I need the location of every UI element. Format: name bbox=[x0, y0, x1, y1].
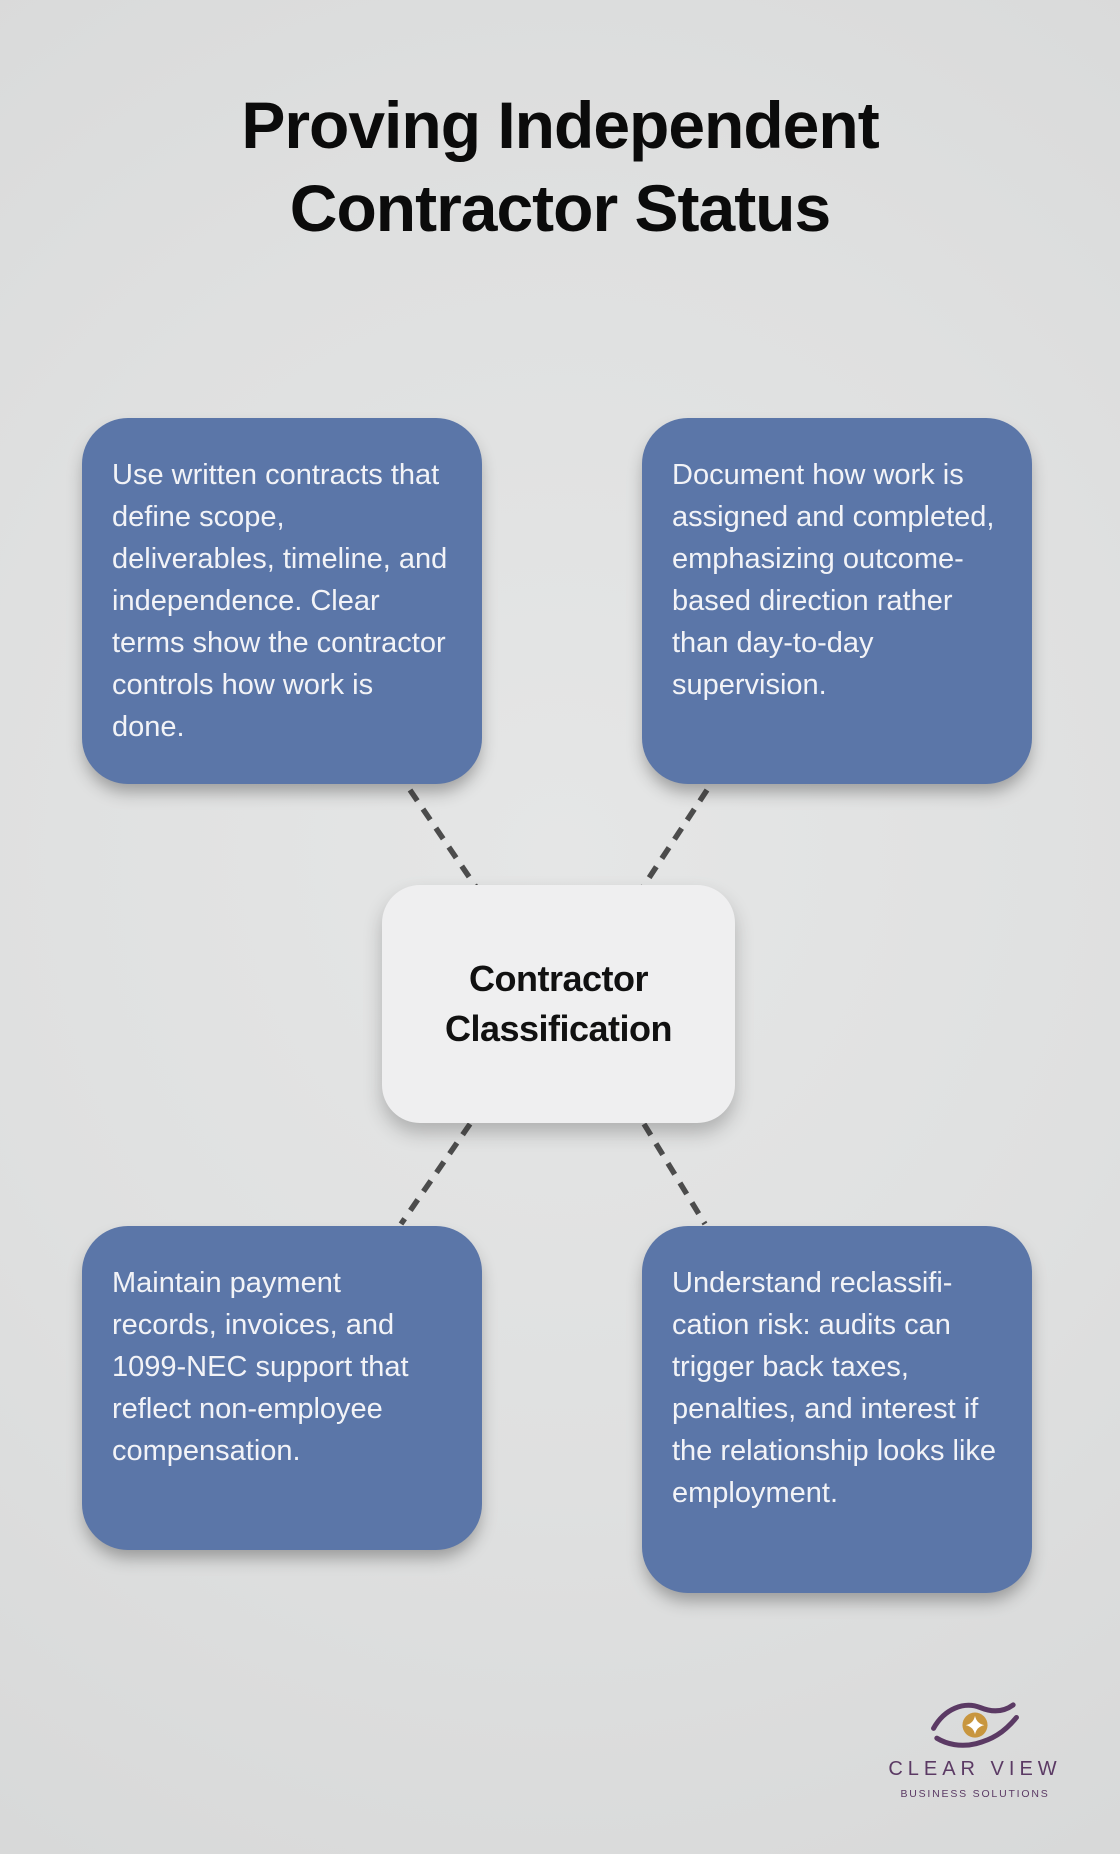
node-reclassification-risk-text: Understand reclassifi-cation risk: audit… bbox=[672, 1267, 997, 1509]
eye-sparkle-icon bbox=[931, 1702, 1019, 1748]
connector-bottom-right bbox=[641, 1122, 708, 1226]
page-title-text: Proving Independent Contractor Status bbox=[241, 88, 879, 246]
logo-name: CLEAR VIEW bbox=[888, 1758, 1062, 1780]
node-reclassification-risk: Understand reclassifi-cation risk: audit… bbox=[642, 1226, 1032, 1593]
connector-top-left bbox=[407, 788, 479, 889]
center-node-label: Contractor Classification bbox=[444, 958, 673, 1049]
node-written-contracts: Use written contracts that define scope,… bbox=[82, 418, 482, 784]
clearview-logo: CLEAR VIEW BUSINESS SOLUTIONS bbox=[860, 1700, 1090, 1800]
node-work-documentation-text: Document how work is assigned and comple… bbox=[672, 459, 995, 701]
node-payment-records: Maintain payment records, invoices, and … bbox=[82, 1226, 482, 1550]
page-title: Proving Independent Contractor Status bbox=[0, 84, 1120, 250]
connector-top-right bbox=[640, 788, 710, 889]
center-node-contractor-classification: Contractor Classification bbox=[382, 885, 735, 1123]
node-work-documentation: Document how work is assigned and comple… bbox=[642, 418, 1032, 784]
connector-bottom-left bbox=[398, 1122, 473, 1226]
node-payment-records-text: Maintain payment records, invoices, and … bbox=[112, 1267, 409, 1467]
logo-tagline: BUSINESS SOLUTIONS bbox=[900, 1788, 1050, 1800]
node-written-contracts-text: Use written contracts that define scope,… bbox=[112, 459, 448, 743]
